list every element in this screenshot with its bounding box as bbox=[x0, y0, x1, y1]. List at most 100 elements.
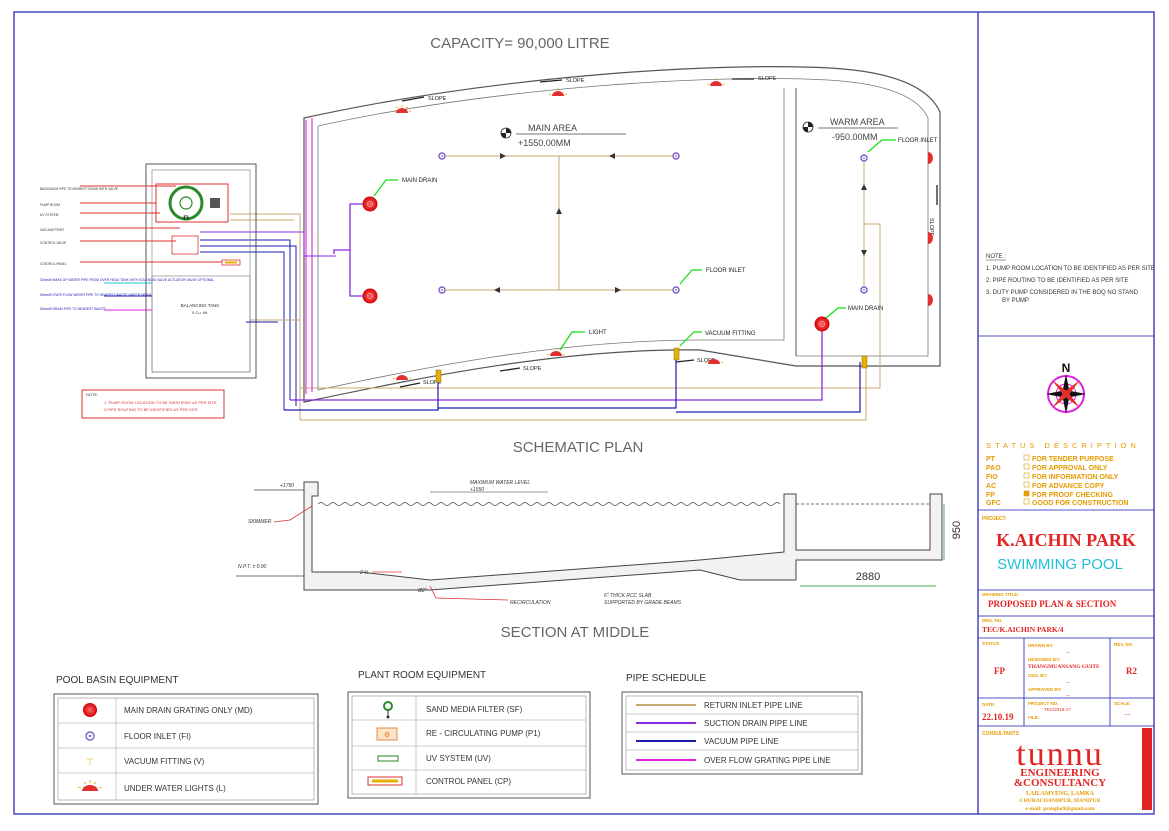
underwater-lights bbox=[392, 78, 933, 380]
project-name: K.AICHIN PARK bbox=[996, 530, 1136, 550]
firm-logo-name: tunnu bbox=[1016, 736, 1103, 773]
plant-label: CONTROL VALVE bbox=[40, 241, 66, 245]
status-code: GFC bbox=[986, 500, 1001, 507]
warm-floor-inlet-callout: FLOOR INLET bbox=[898, 138, 938, 144]
legend-pipe-schedule: PIPE SCHEDULE RETURN INLET PIPE LINE SUC… bbox=[621, 673, 863, 775]
scale-value: ---- bbox=[1124, 712, 1131, 718]
pipe-schedule-items: RETURN INLET PIPE LINE SUCTION DRAIN PIP… bbox=[704, 701, 831, 765]
slope-label: SLOPE bbox=[758, 76, 777, 82]
floor-inlet-icon bbox=[438, 152, 446, 160]
tb-person-labels: DRAWN BY: DESIGNED BY: CKD. BY: APPROVED… bbox=[1028, 643, 1062, 692]
plant-left-labels: BACKWASH PIPE TO NEAREST DRAIN WITH VALV… bbox=[40, 187, 118, 266]
npt-label: N.P.T. ± 0.00 bbox=[238, 564, 267, 570]
legend-item: MAIN DRAIN GRATING ONLY (MD) bbox=[124, 706, 253, 715]
control-panel-legend-icon bbox=[367, 776, 403, 786]
dwg-no-label: DRG. NO. bbox=[982, 618, 1003, 623]
drawing-title-label: DRAWING TITLE: bbox=[982, 592, 1019, 597]
plant-left-lines bbox=[80, 185, 222, 263]
light-icon bbox=[392, 105, 412, 113]
main-area-label: MAIN AREA bbox=[528, 123, 577, 133]
warm-area-label: WARM AREA bbox=[830, 117, 885, 127]
makeup-note: 32mmØ MAKE UP WATER PIPE FROM OVER HEAD … bbox=[40, 278, 214, 282]
uv-legend-icon bbox=[377, 755, 399, 762]
plant-return-lines bbox=[230, 213, 301, 388]
approved-by: -- bbox=[1066, 693, 1070, 699]
plant-room-title: PLANT ROOM EQUIPMENT bbox=[358, 670, 486, 681]
legend-item: CONTROL PANEL (CP) bbox=[426, 777, 511, 786]
firm-side-bar bbox=[1142, 728, 1152, 810]
water-level-value: +1550 bbox=[470, 487, 484, 493]
fi-label: FI bbox=[183, 216, 189, 222]
plant-label: BACKWASH PIPE TO NEAREST DRAIN WITH VALV… bbox=[40, 187, 118, 191]
main-drain-icon bbox=[362, 288, 378, 304]
rev-value: R2 bbox=[1126, 666, 1137, 676]
vacuum-fittings bbox=[435, 347, 868, 383]
light-icon bbox=[548, 88, 568, 96]
date-label: DATE: bbox=[982, 702, 996, 707]
main-area-marker: MAIN AREA +1550.00MM bbox=[500, 123, 626, 148]
left-note-heading: NOTE : bbox=[86, 392, 99, 397]
tb-notes: 1. PUMP ROOM LOCATION TO BE IDENTIFIED A… bbox=[986, 266, 1155, 304]
pool-basin-items: MAIN DRAIN GRATING ONLY (MD) FLOOR INLET… bbox=[124, 706, 253, 793]
section-title: SECTION AT MIDDLE bbox=[501, 624, 650, 641]
pool-plan: SLOPE SLOPE SLOPE SLOPE SLOPE SLOPE SLOP… bbox=[200, 66, 941, 421]
light-icon bbox=[546, 348, 566, 356]
sheet-border bbox=[13, 11, 1155, 815]
slope-label: SLOPE bbox=[928, 218, 934, 237]
light-callout: LIGHT bbox=[589, 330, 607, 336]
water-line bbox=[317, 502, 781, 506]
slab-note-1: 6" THICK RCC SLAB bbox=[604, 593, 652, 599]
main-area-inner bbox=[317, 88, 785, 391]
slope-marks: SLOPE SLOPE SLOPE SLOPE SLOPE SLOPE SLOP… bbox=[423, 76, 934, 386]
main-drain-callout: MAIN DRAIN bbox=[402, 178, 437, 184]
pipe-schedule-title: PIPE SCHEDULE bbox=[626, 673, 706, 684]
light-icon bbox=[928, 294, 933, 306]
slope-label: SLOPE bbox=[697, 358, 716, 364]
project-no: TEC/2019-17 bbox=[1044, 707, 1071, 712]
firm-line3: &CONSULTANCY bbox=[1014, 777, 1106, 789]
project-no-label: PROJECT NO. bbox=[1028, 701, 1059, 706]
dim-width: 2880 bbox=[856, 571, 880, 583]
floor-inlet-icon bbox=[438, 286, 446, 294]
vacuum-lines bbox=[284, 350, 861, 413]
plant-label: CONTROL PANEL bbox=[40, 262, 67, 266]
slab-note-2: SUPPORTED BY GRADE BEAMS bbox=[604, 600, 682, 606]
status-code: PT bbox=[986, 456, 996, 463]
plant-room-items: SAND MEDIA FILTER (SF) RE - CIRCULATING … bbox=[426, 705, 541, 786]
project-sub: SWIMMING POOL bbox=[997, 556, 1123, 573]
tb-note: 2. PIPE ROUTING TO BE IDENTIFIED AS PER … bbox=[986, 278, 1128, 284]
drain-note: 63mmØ DRAIN PIPE TO NEAREST WASTE bbox=[40, 307, 106, 311]
floor-inlet-icon bbox=[860, 286, 868, 294]
floor-inlet-icon bbox=[672, 286, 680, 294]
pump-icon bbox=[210, 198, 220, 208]
light-legend-icon bbox=[77, 780, 103, 791]
vacuum-fitting-legend-icon: ⊤ bbox=[86, 757, 94, 767]
left-note: NOTE : 1. PUMP ROOM LOCATION TO BE IDENT… bbox=[81, 389, 225, 419]
legend-item: VACUUM FITTING (V) bbox=[124, 757, 205, 766]
designed-by: THANGMUANSANG GUITE bbox=[1028, 664, 1100, 670]
vacuum-fitting-icon bbox=[435, 369, 442, 383]
slope-label: SLOPE bbox=[523, 366, 542, 372]
vacuum-fitting-callout: VACUUM FITTING bbox=[705, 331, 756, 337]
section-slab bbox=[303, 481, 943, 591]
plant-room: BALANCING TANK X Cu. Mt. FI BACKWASH PIP… bbox=[40, 163, 278, 379]
warm-main-drain-callout: MAIN DRAIN bbox=[848, 306, 883, 312]
left-note-line: 1. PUMP ROOM LOCATION TO BE IDENTIFIED A… bbox=[104, 400, 217, 405]
light-icon bbox=[706, 78, 726, 86]
legend-pool-basin: POOL BASIN EQUIPMENT ⊤ MAIN DRAIN GRATIN… bbox=[53, 675, 319, 805]
plant-room-outline bbox=[145, 163, 257, 379]
north-arrow-icon: N bbox=[1046, 361, 1086, 414]
legend-plant-room: PLANT ROOM EQUIPMENT ⚙ SAND MEDIA FILTER… bbox=[347, 670, 591, 799]
main-drain-icon bbox=[814, 316, 830, 332]
light-icon bbox=[928, 152, 933, 164]
floor-inlet-callout: FLOOR INLET bbox=[706, 268, 746, 274]
dim-depth: 950 bbox=[951, 521, 963, 539]
balancing-tank-sub: X Cu. Mt. bbox=[192, 310, 209, 315]
dwg-no: TEC/K.AICHIN PARK/4 bbox=[982, 625, 1064, 634]
legend-item: SAND MEDIA FILTER (SF) bbox=[426, 705, 523, 714]
floor-inlets bbox=[438, 152, 868, 294]
main-drain-legend-icon bbox=[83, 703, 97, 717]
balancing-tank-label: BALANCING TANK bbox=[181, 303, 220, 308]
